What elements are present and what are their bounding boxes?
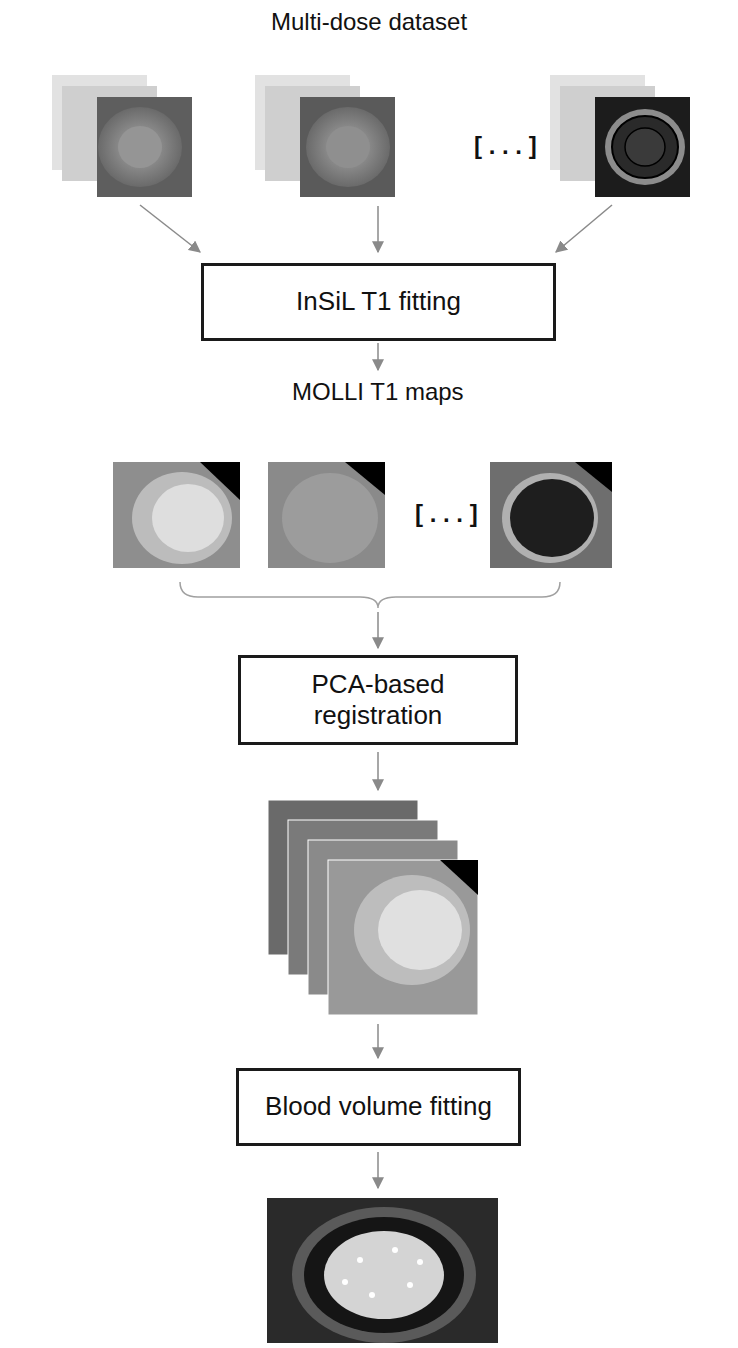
bracket bbox=[180, 582, 560, 608]
box-text: InSiL T1 fitting bbox=[296, 286, 461, 317]
process-box: PCA-based registration bbox=[238, 655, 518, 745]
ellipsis-mark: [ . . . ] bbox=[474, 132, 537, 160]
dose-stack bbox=[550, 75, 690, 197]
section-heading: MOLLI T1 maps bbox=[292, 378, 464, 406]
section-heading: Multi-dose dataset bbox=[271, 8, 467, 36]
process-box: Blood volume fitting bbox=[236, 1068, 521, 1146]
process-box: InSiL T1 fitting bbox=[201, 263, 556, 341]
box-text: PCA-based registration bbox=[253, 669, 503, 731]
t1-map bbox=[113, 462, 240, 568]
t1-map bbox=[490, 462, 612, 568]
t1-map bbox=[268, 462, 385, 568]
blood-volume-map bbox=[267, 1198, 498, 1343]
box-text: Blood volume fitting bbox=[265, 1091, 492, 1122]
dose-stack bbox=[52, 75, 192, 197]
ellipsis-mark: [ . . . ] bbox=[415, 500, 478, 528]
dose-stack bbox=[255, 75, 395, 197]
registered-stack bbox=[268, 800, 478, 1015]
